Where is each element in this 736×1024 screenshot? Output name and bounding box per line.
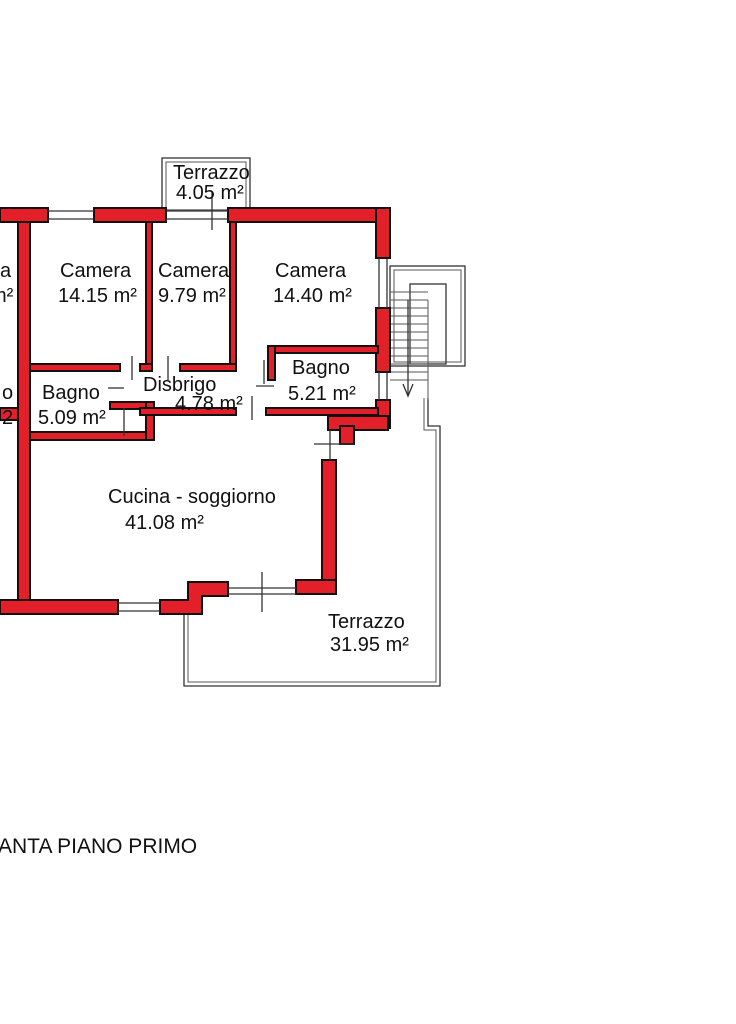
disbrigo-area: 4.78 m² — [175, 393, 243, 415]
bagno-left-name: Bagno — [42, 382, 100, 404]
bagno-right-name: Bagno — [292, 357, 350, 379]
terrazzo-top-name: Terrazzo — [173, 162, 250, 184]
bagno-right-area: 5.21 m² — [288, 383, 356, 405]
terrazzo-big-name: Terrazzo — [328, 611, 405, 633]
bagno-left-area: 5.09 m² — [38, 407, 106, 429]
camera-left-area: m² — [0, 285, 14, 307]
camera-1-area: 14.15 m² — [58, 285, 137, 307]
camera-3-area: 14.40 m² — [273, 285, 352, 307]
left-cut-area: 2 — [2, 407, 13, 429]
camera-left-name: a — [0, 260, 12, 282]
camera-2-name: Camera — [158, 260, 230, 282]
cucina-name: Cucina - soggiorno — [108, 486, 276, 508]
staircase — [389, 265, 466, 400]
terrazzo-top-area: 4.05 m² — [176, 182, 244, 204]
stair-steps — [390, 291, 428, 381]
walls — [0, 207, 391, 615]
camera-2-area: 9.79 m² — [158, 285, 226, 307]
left-cut-name: o — [2, 382, 13, 404]
cucina-area: 41.08 m² — [125, 512, 204, 534]
door-marks — [108, 356, 354, 460]
camera-1-name: Camera — [60, 260, 132, 282]
disbrigo-name: Disbrigo — [143, 374, 216, 396]
camera-3-name: Camera — [275, 260, 347, 282]
room-labels: Terrazzo 4.05 m² a m² Camera 14.15 m² Ca… — [0, 162, 409, 656]
plan-caption: ANTA PIANO PRIMO — [0, 835, 197, 858]
terrace-outlines — [161, 157, 441, 687]
terrazzo-big-area: 31.95 m² — [330, 634, 409, 656]
